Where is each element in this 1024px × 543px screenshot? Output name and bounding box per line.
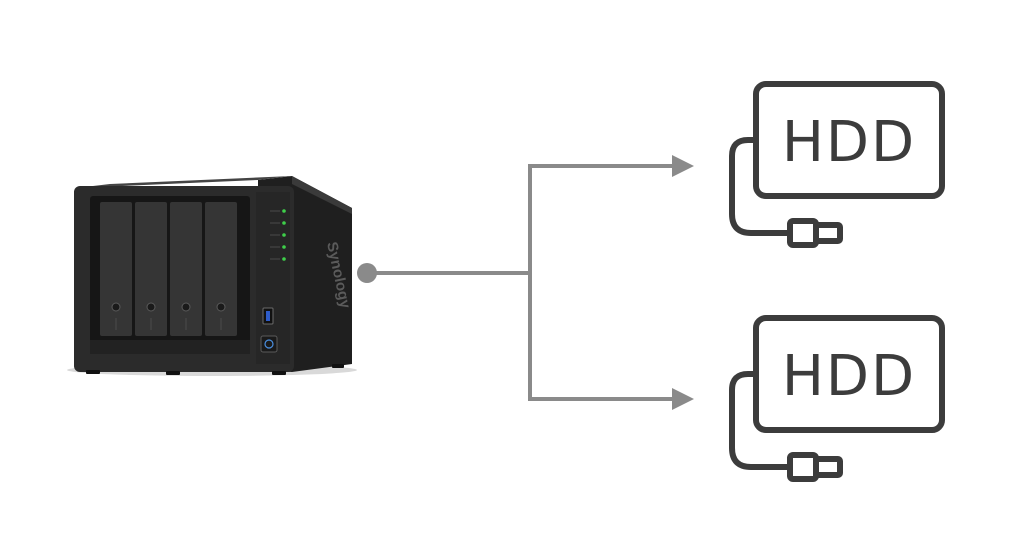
arrowhead-upper-icon	[672, 155, 694, 177]
nas-foot	[272, 371, 286, 375]
tray-lock-icon	[146, 302, 156, 312]
usb-plug-icon	[787, 452, 819, 482]
hdd-label: HDD	[782, 344, 916, 409]
nas-foot	[86, 370, 100, 374]
hdd-label: HDD	[782, 110, 916, 175]
connector-lines	[357, 155, 694, 410]
nas-foot	[332, 364, 344, 368]
usb-plug-tip	[813, 456, 843, 478]
usb-port-insert	[266, 311, 270, 321]
external-hdd-icon: HDD	[729, 81, 945, 248]
drive-tray	[170, 202, 202, 336]
tray-lock-icon	[181, 302, 191, 312]
tray-lock-icon	[216, 302, 226, 312]
nas-foot	[166, 371, 180, 375]
drive-tray	[135, 202, 167, 336]
drive-trays	[100, 202, 237, 336]
arrowhead-lower-icon	[672, 388, 694, 410]
usb-plug-icon	[787, 218, 819, 248]
drive-tray	[100, 202, 132, 336]
usb-plug-tip	[813, 222, 843, 244]
nas-control-strip	[256, 192, 290, 364]
external-hdd-icon: HDD	[729, 315, 945, 482]
status-led-icon	[282, 233, 286, 237]
status-led-icon	[282, 245, 286, 249]
tray-lock-icon	[111, 302, 121, 312]
drive-bay-lip	[90, 340, 250, 354]
drive-tray	[205, 202, 237, 336]
hdd-cable	[729, 137, 790, 236]
status-led-icon	[282, 257, 286, 261]
nas-top	[76, 176, 292, 188]
nas-device: Synology	[67, 176, 357, 376]
status-led-icon	[282, 221, 286, 225]
hdd-cable	[729, 371, 790, 470]
status-leds	[270, 209, 286, 261]
status-led-icon	[282, 209, 286, 213]
nas-side-highlight	[292, 176, 352, 214]
power-button-icon	[260, 335, 278, 353]
